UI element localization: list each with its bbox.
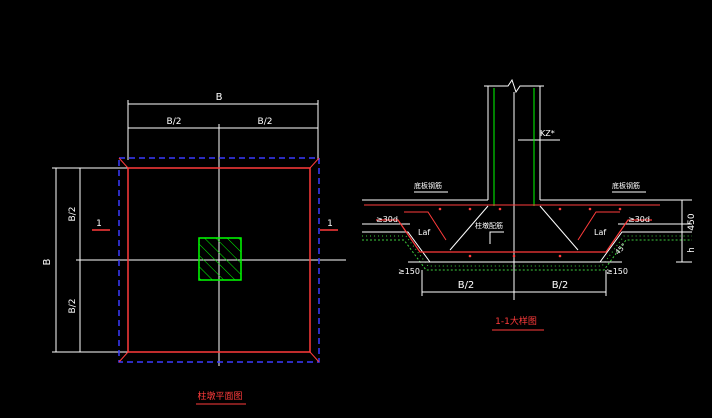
slope-left — [449, 205, 489, 251]
dim-450-label: 450 — [687, 213, 697, 230]
dim-label-half-lower: B/2 — [68, 299, 78, 314]
pier-rebar-label: 柱墩配筋 — [475, 221, 503, 230]
dim-label-half-upper: B/2 — [68, 207, 78, 222]
section-title: 1-1大样图 — [495, 315, 537, 327]
min-label-left: ≥150 — [398, 267, 420, 276]
section-view: KZ* 底板钢筋 底板钢筋 — [362, 78, 697, 331]
anchor-label-left: ≥30d — [376, 215, 398, 224]
blinding-hatch — [362, 235, 692, 267]
rebar-dots — [438, 207, 622, 258]
anchor-rebar-left — [404, 211, 447, 241]
pier-rebar — [376, 219, 652, 253]
plan-view: B B/2 B/2 B B/2 B/2 1 — [42, 92, 346, 405]
corner-tr — [309, 157, 320, 169]
slope-right — [539, 205, 579, 251]
angle-label: 45° — [614, 242, 628, 256]
dim-label-half-left: B/2 — [167, 117, 182, 127]
dim-bottom-half-right: B/2 — [552, 280, 569, 291]
section-mark-left: 1 — [96, 219, 102, 229]
column-label: KZ* — [540, 129, 555, 138]
section-mark-right: 1 — [327, 219, 333, 229]
dim-label-b-left: B — [42, 258, 53, 265]
blinding-layer — [362, 239, 692, 271]
plan-title: 柱墩平面图 — [197, 390, 242, 402]
corner-tl — [118, 157, 129, 169]
anchor-rebar-right — [577, 211, 620, 241]
anchor-label-right: ≥30d — [628, 215, 650, 224]
plan-inner-outline — [127, 167, 311, 353]
lap-label-left: Laf — [418, 228, 430, 237]
rebar-label-left: 底板钢筋 — [414, 181, 442, 190]
pier-rebar-leader — [489, 231, 504, 244]
dim-label-b-top: B — [216, 92, 223, 103]
column-break-line — [484, 78, 544, 94]
lap-label-right: Laf — [594, 228, 606, 237]
min-label-right: ≥150 — [606, 267, 628, 276]
plan-outer-dashed — [118, 157, 320, 363]
rebar-label-right: 底板钢筋 — [612, 181, 640, 190]
corner-br — [309, 351, 320, 363]
corner-bl — [118, 351, 129, 363]
pier-outline — [362, 231, 692, 263]
dim-bottom-half-left: B/2 — [458, 280, 475, 291]
dim-h-label: h — [687, 247, 697, 253]
dim-label-half-right: B/2 — [258, 117, 273, 127]
plan-column — [198, 237, 242, 281]
